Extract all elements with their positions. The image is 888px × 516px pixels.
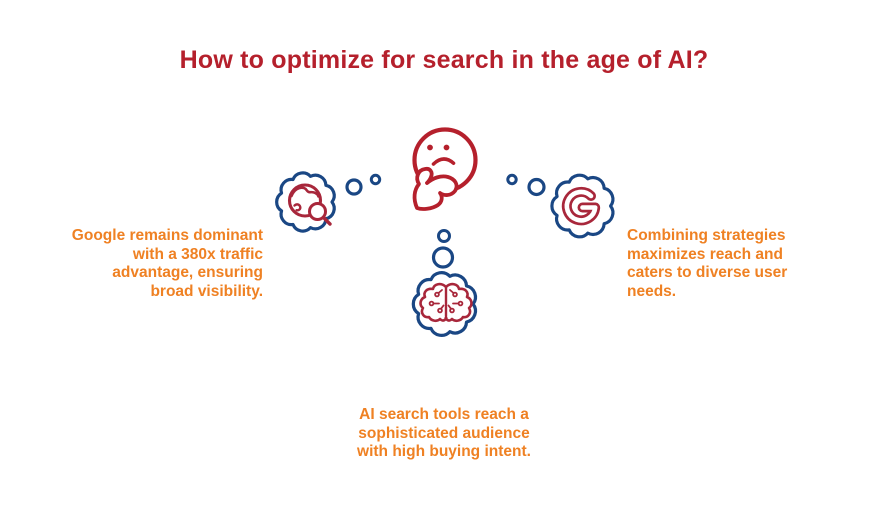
circuit-node bbox=[452, 291, 458, 298]
google-g-icon bbox=[561, 187, 601, 226]
frown-mouth bbox=[431, 157, 456, 166]
thought-dots-left bbox=[345, 173, 382, 196]
cloud-shape bbox=[275, 171, 336, 233]
cloud-shape bbox=[411, 271, 478, 337]
caption-ai-search-tools: AI search tools reach a sophisticated au… bbox=[357, 406, 531, 460]
globe-continent-small bbox=[293, 203, 302, 212]
brain-left-lobe bbox=[419, 282, 448, 323]
globe-outline bbox=[287, 183, 323, 218]
g-inner bbox=[564, 189, 598, 223]
right-eye bbox=[443, 144, 450, 151]
left-eye bbox=[427, 144, 433, 151]
thinking-hand bbox=[412, 166, 459, 211]
thought-dots-bottom bbox=[431, 229, 455, 269]
thought-bubble-bottom bbox=[411, 271, 478, 337]
thought-dot bbox=[369, 173, 382, 186]
thought-dot bbox=[431, 246, 455, 269]
thought-dots-right bbox=[506, 173, 546, 197]
thought-bubble-left bbox=[275, 171, 336, 233]
thought-dot bbox=[506, 173, 518, 186]
caption-combining-strategies: Combining strategies maximizes reach and… bbox=[627, 227, 788, 300]
circuit-node bbox=[449, 307, 455, 314]
thinking-face-icon bbox=[412, 127, 478, 211]
magnifier-lens bbox=[308, 202, 327, 221]
thought-dot bbox=[345, 178, 363, 196]
thought-dot bbox=[527, 177, 546, 197]
globe-search-icon bbox=[287, 183, 332, 226]
circuit-node bbox=[434, 291, 440, 298]
brain-right-lobe bbox=[444, 282, 473, 323]
ai-brain-icon bbox=[419, 282, 473, 323]
thought-dot bbox=[437, 229, 451, 243]
globe-continent bbox=[290, 186, 320, 198]
magnifier-handle bbox=[321, 215, 332, 226]
thought-bubble-right bbox=[550, 173, 615, 239]
page-title: How to optimize for search in the age of… bbox=[179, 46, 709, 74]
circuit-trace bbox=[432, 289, 460, 310]
circuit-node bbox=[437, 307, 443, 314]
caption-google-dominance: Google remains dominant with a 380x traf… bbox=[71, 227, 263, 300]
